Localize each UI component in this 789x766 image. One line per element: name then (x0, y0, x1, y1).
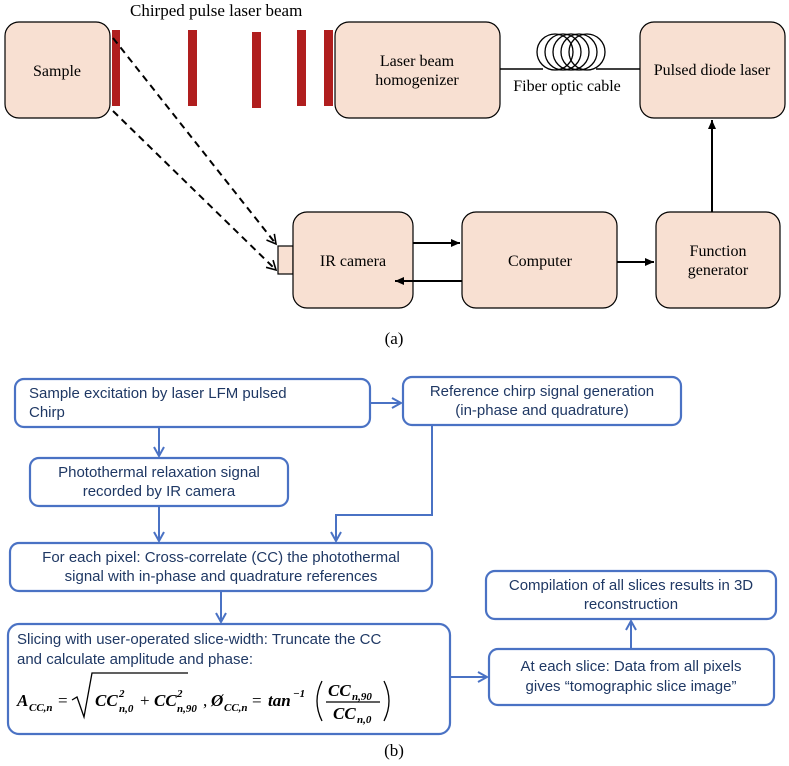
excitation-line-1: Sample excitation by laser LFM pulsed (29, 385, 287, 402)
flowchart: Sample excitation by laser LFM pulsed Ch… (6, 375, 778, 760)
term1: CC (95, 691, 118, 710)
compilation-line-2: reconstruction (584, 596, 678, 613)
equals-sign: = (58, 691, 68, 710)
laser-pulse (188, 30, 197, 106)
term2: CC (154, 691, 177, 710)
caption-b: (b) (384, 741, 404, 760)
caption-a: (a) (385, 329, 404, 348)
relaxation-line-1: Photothermal relaxation signal (58, 464, 260, 481)
right-paren (383, 680, 390, 722)
term2-sub: n,90 (177, 703, 197, 715)
ir-camera-box (292, 211, 414, 309)
amp-sub: CC,n (29, 702, 53, 714)
amp-symbol: A (16, 691, 28, 710)
camera-lens (277, 245, 294, 275)
numerator-sub: n,90 (352, 691, 372, 703)
term1-sub: n,0 (119, 703, 134, 715)
denominator-sub: n,0 (357, 714, 372, 726)
homogenizer-label-2: homogenizer (375, 72, 459, 89)
amplitude-phase-formula: A CC,n = CC 2 n,0 + CC 2 n,90 , Ø CC,n =… (16, 672, 390, 726)
reference-line-1: Reference chirp signal generation (430, 383, 654, 400)
laser-pulse (324, 30, 333, 106)
plus-sign: + (140, 691, 150, 710)
phase-sub: CC,n (224, 702, 248, 714)
left-paren (316, 680, 323, 722)
flow-arrow (336, 425, 433, 541)
laser-pulse (252, 32, 261, 108)
sample-box (4, 21, 111, 119)
setup-diagram: Chirped pulse laser beam Sample Laser be… (4, 1, 786, 348)
arctan: tan (268, 691, 291, 710)
phase-symbol: Ø (210, 691, 224, 710)
function-generator-label-2: generator (688, 262, 749, 279)
reflected-path (112, 110, 278, 272)
slice-image-line-1: At each slice: Data from all pixels (521, 658, 742, 675)
computer-box (461, 211, 618, 309)
slice-image-line-2: gives “tomographic slice image” (526, 678, 737, 695)
reference-box (401, 375, 683, 427)
crosscorrelate-line-2: signal with in-phase and quadrature refe… (65, 568, 378, 585)
slicing-line-2: and calculate amplitude and phase: (17, 651, 253, 668)
arctan-sup: −1 (293, 688, 305, 700)
compilation-line-1: Compilation of all slices results in 3D (509, 577, 753, 594)
homogenizer-label-1: Laser beam (380, 53, 455, 70)
comma: , (203, 691, 207, 710)
laser-pulse (112, 30, 120, 106)
fiber-label: Fiber optic cable (513, 78, 621, 95)
ir-camera-label: IR camera (320, 253, 386, 270)
excitation-line-2: Chirp (29, 404, 65, 421)
laser-pulse (297, 30, 306, 106)
computer-label: Computer (508, 253, 573, 270)
beam-label: Chirped pulse laser beam (130, 1, 302, 20)
crosscorrelate-line-1: For each pixel: Cross-correlate (CC) the… (42, 549, 400, 566)
relaxation-line-2: recorded by IR camera (83, 483, 236, 500)
slicing-line-1: Slicing with user-operated slice-width: … (17, 631, 381, 648)
reference-line-2: (in-phase and quadrature) (455, 402, 628, 419)
reflected-path (112, 37, 278, 246)
equals-sign-2: = (252, 691, 262, 710)
diode-laser-box (639, 21, 786, 119)
fiber-coil-icon (536, 33, 606, 71)
term1-sup: 2 (118, 688, 125, 700)
slicing-box (6, 622, 452, 736)
sqrt-sign (71, 672, 188, 720)
function-generator-label-1: Function (690, 243, 747, 260)
function-generator-box (655, 211, 781, 309)
term2-sup: 2 (176, 688, 183, 700)
denominator: CC (333, 704, 356, 723)
diode-laser-label: Pulsed diode laser (654, 62, 771, 79)
numerator: CC (328, 681, 351, 700)
homogenizer-box (334, 21, 501, 119)
sample-label: Sample (33, 63, 81, 80)
